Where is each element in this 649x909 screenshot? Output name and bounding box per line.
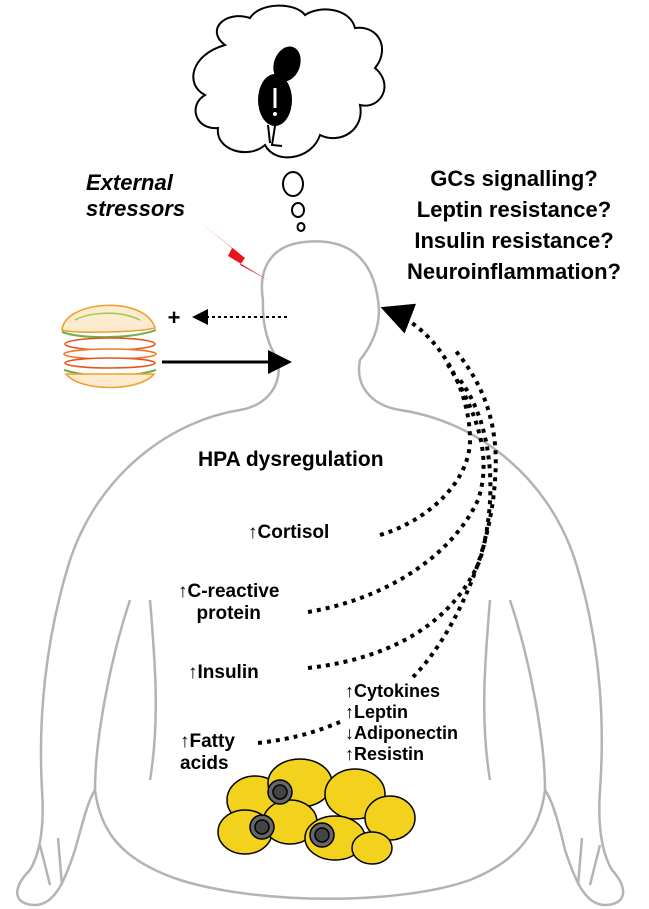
crp-label: ↑C-reactive protein: [178, 581, 280, 624]
external-stressors-label: External stressors: [86, 170, 186, 221]
thought-cloud-icon: [192, 4, 386, 232]
question-list: GCs signalling? Leptin resistance? Insul…: [390, 163, 638, 287]
lightning-bolt-icon: [200, 222, 268, 280]
fatty-acids-label: ↑Fatty acids: [180, 731, 235, 774]
plus-sign: +: [168, 305, 181, 330]
fat-cells-icon: [217, 758, 416, 865]
question-leptin: Leptin resistance?: [416, 197, 612, 222]
cortisol-label: ↑Cortisol: [248, 522, 330, 543]
burger-icon: [61, 304, 157, 389]
thinking-person-icon: [258, 46, 301, 147]
question-insulin: Insulin resistance?: [414, 228, 614, 253]
insulin-label: ↑Insulin: [188, 662, 259, 683]
feedback-dotted-curves: [257, 303, 498, 745]
adipokines-label: ↑Cytokines ↑Leptin ↓Adiponectin ↑Resisti…: [345, 681, 458, 764]
hpa-label: HPA dysregulation: [198, 448, 384, 471]
body-silhouette-icon: [16, 240, 625, 907]
question-neuroinflammation: Neuroinflammation?: [407, 259, 621, 284]
question-gcs: GCs signalling?: [430, 166, 598, 191]
